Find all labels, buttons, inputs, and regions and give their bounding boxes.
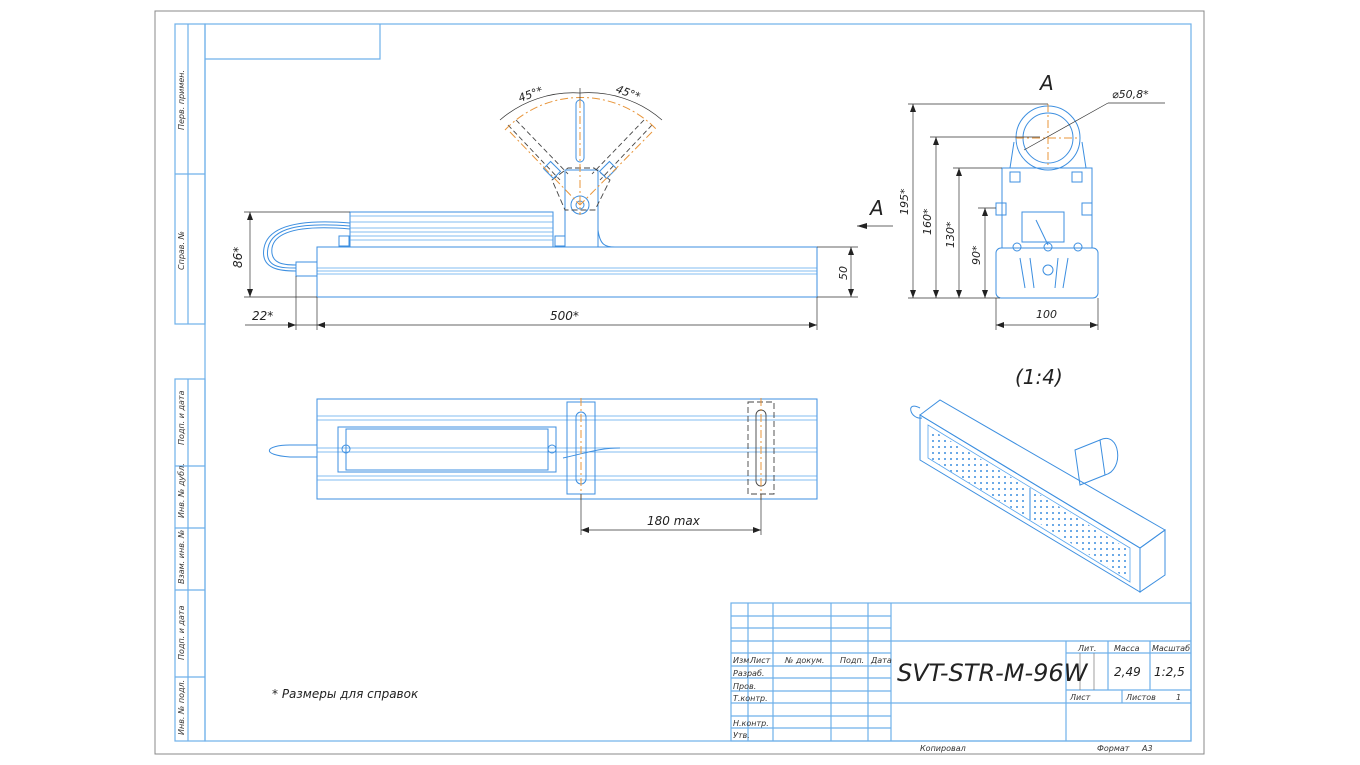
front-view: 45°* 45°* 86* 22* 500* 50 <box>231 83 858 330</box>
iso-scale-label: (1:4) <box>1015 365 1063 389</box>
side-label-perv-primen: Перв. примен. <box>177 70 186 130</box>
swivel-arc <box>504 96 658 131</box>
dim-angle-left: 45°* <box>517 84 545 105</box>
cable-gland <box>295 261 318 277</box>
side-label-podp-data-1: Подп. и дата <box>177 390 186 445</box>
tb-header-sign: Подп. <box>840 656 864 665</box>
tb-format-label: Формат <box>1097 744 1130 753</box>
side-label-inv-dubl: Инв. № дубл. <box>177 463 186 518</box>
tb-header-date: Дата <box>870 656 892 665</box>
tb-header-izm: Изм. <box>733 656 752 665</box>
top-driver <box>337 426 557 473</box>
tb-sheet-label: Лист <box>1069 693 1091 702</box>
led-panel-right <box>1034 491 1126 578</box>
top-view: 180 max <box>268 398 818 535</box>
tb-role-developer: Разраб. <box>733 669 764 678</box>
dim-height-86: 86* <box>231 247 245 268</box>
top-left-stamp-box <box>205 24 381 60</box>
dim-bracket-spacing: 180 max <box>647 514 701 528</box>
dim-cable-offset-22: 22* <box>252 309 273 323</box>
isometric-view: (1:4) <box>910 365 1166 593</box>
tb-scale-value: 1:2,5 <box>1154 665 1185 679</box>
tb-header-list: Лист <box>749 656 771 665</box>
swivel-bracket <box>507 99 653 248</box>
side-strip-bottom: Подп. и дата Инв. № дубл. Взам. инв. № П… <box>174 378 206 742</box>
side-label-vzam-inv: Взам. инв. № <box>177 530 186 584</box>
tb-header-doc-no: № докум. <box>784 656 824 665</box>
tb-role-approved: Утв. <box>733 731 750 740</box>
dim-diameter: ⌀50,8* <box>1112 88 1149 101</box>
dim-width-100: 100 <box>1036 308 1057 321</box>
view-arrow-label-a: A <box>868 196 884 220</box>
tb-role-norm-control: Н.контр. <box>733 719 769 728</box>
side-label-sprav-no: Справ. № <box>177 231 186 270</box>
tb-role-tech-control: Т.контр. <box>733 694 768 703</box>
luminaire-profile <box>995 247 1099 299</box>
tb-role-checker: Пров. <box>733 682 756 691</box>
sheet-border <box>154 10 1205 755</box>
tb-mass-label: Масса <box>1114 644 1140 653</box>
dim-angle-right: 45°* <box>614 83 642 104</box>
driver-box <box>338 211 566 248</box>
dim-body-height-50: 50 <box>837 266 850 280</box>
section-label-a: A <box>1038 71 1054 95</box>
side-strip-top: Перв. примен. Справ. № <box>174 23 206 325</box>
section-view-a: A A ⌀50,8* <box>857 71 1165 330</box>
tb-format-value: A3 <box>1141 744 1153 753</box>
tb-sheets-label: Листов <box>1125 693 1156 702</box>
tb-sheets-value: 1 <box>1176 693 1181 702</box>
angle-dim-left <box>499 92 581 121</box>
luminaire-body <box>316 246 818 298</box>
dim-length-500: 500* <box>550 309 579 323</box>
title-block: Изм. Лист № докум. Подп. Дата Разраб. Пр… <box>730 602 1192 753</box>
angle-dim-right <box>579 92 663 121</box>
side-label-podp-data-2: Подп. и дата <box>177 605 186 660</box>
bracket-plate <box>1001 167 1093 249</box>
dim-height-90: 90* <box>970 245 983 265</box>
top-body <box>316 398 818 500</box>
top-cable <box>268 444 317 458</box>
note-reference-dims: * Размеры для справок <box>272 687 419 701</box>
cable-loop <box>266 224 351 269</box>
dim-height-195: 195* <box>898 188 911 215</box>
dim-height-160: 160* <box>921 208 934 235</box>
tb-lit-label: Лит. <box>1077 644 1096 653</box>
dim-height-130: 130* <box>944 221 957 248</box>
side-label-inv-podl: Инв. № подл. <box>177 680 186 735</box>
tb-mass-value: 2,49 <box>1114 665 1141 679</box>
tb-designation: SVT-STR-M-96W <box>897 659 1089 687</box>
tb-copied-label: Копировал <box>920 744 966 753</box>
led-panel-left <box>932 430 1026 517</box>
tb-scale-label: Масштаб <box>1152 644 1190 653</box>
